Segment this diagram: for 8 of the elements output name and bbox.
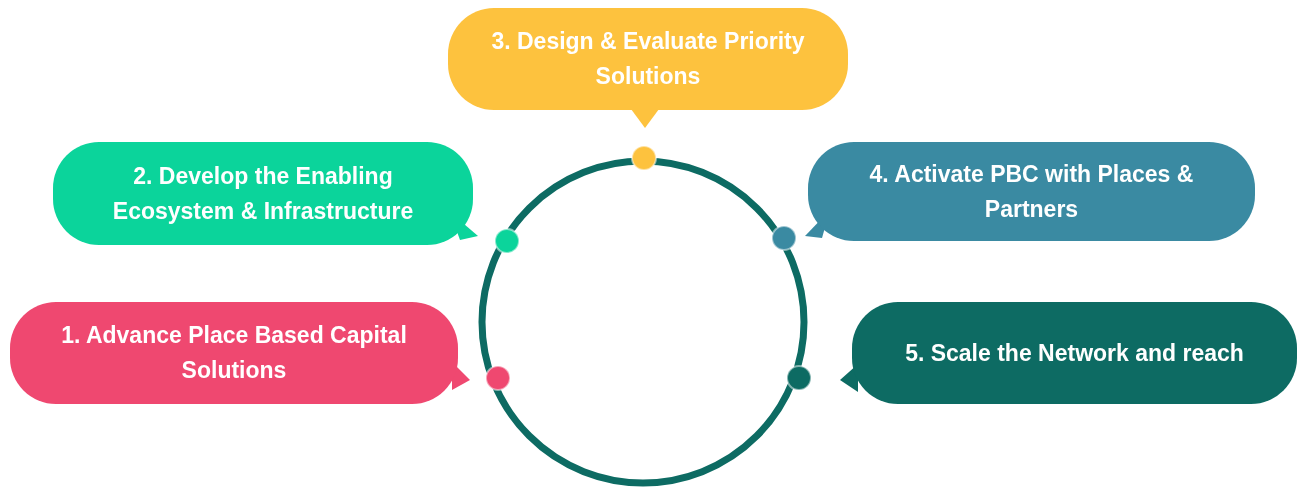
speech-bubble	[808, 142, 1255, 241]
step-label: 3. Design & Evaluate Priority Solutions	[490, 27, 806, 91]
step-label: 4. Activate PBC with Places & Partners	[868, 159, 1195, 224]
step-label: 1. Advance Place Based Capital Solutions	[60, 321, 408, 385]
speech-bubble	[852, 302, 1297, 404]
speech-bubble	[53, 142, 473, 245]
step-label: 2. Develop the Enabling Ecosystem & Infrastructure	[111, 161, 415, 226]
step-label: 5. Scale the Network and reach	[905, 338, 1244, 368]
